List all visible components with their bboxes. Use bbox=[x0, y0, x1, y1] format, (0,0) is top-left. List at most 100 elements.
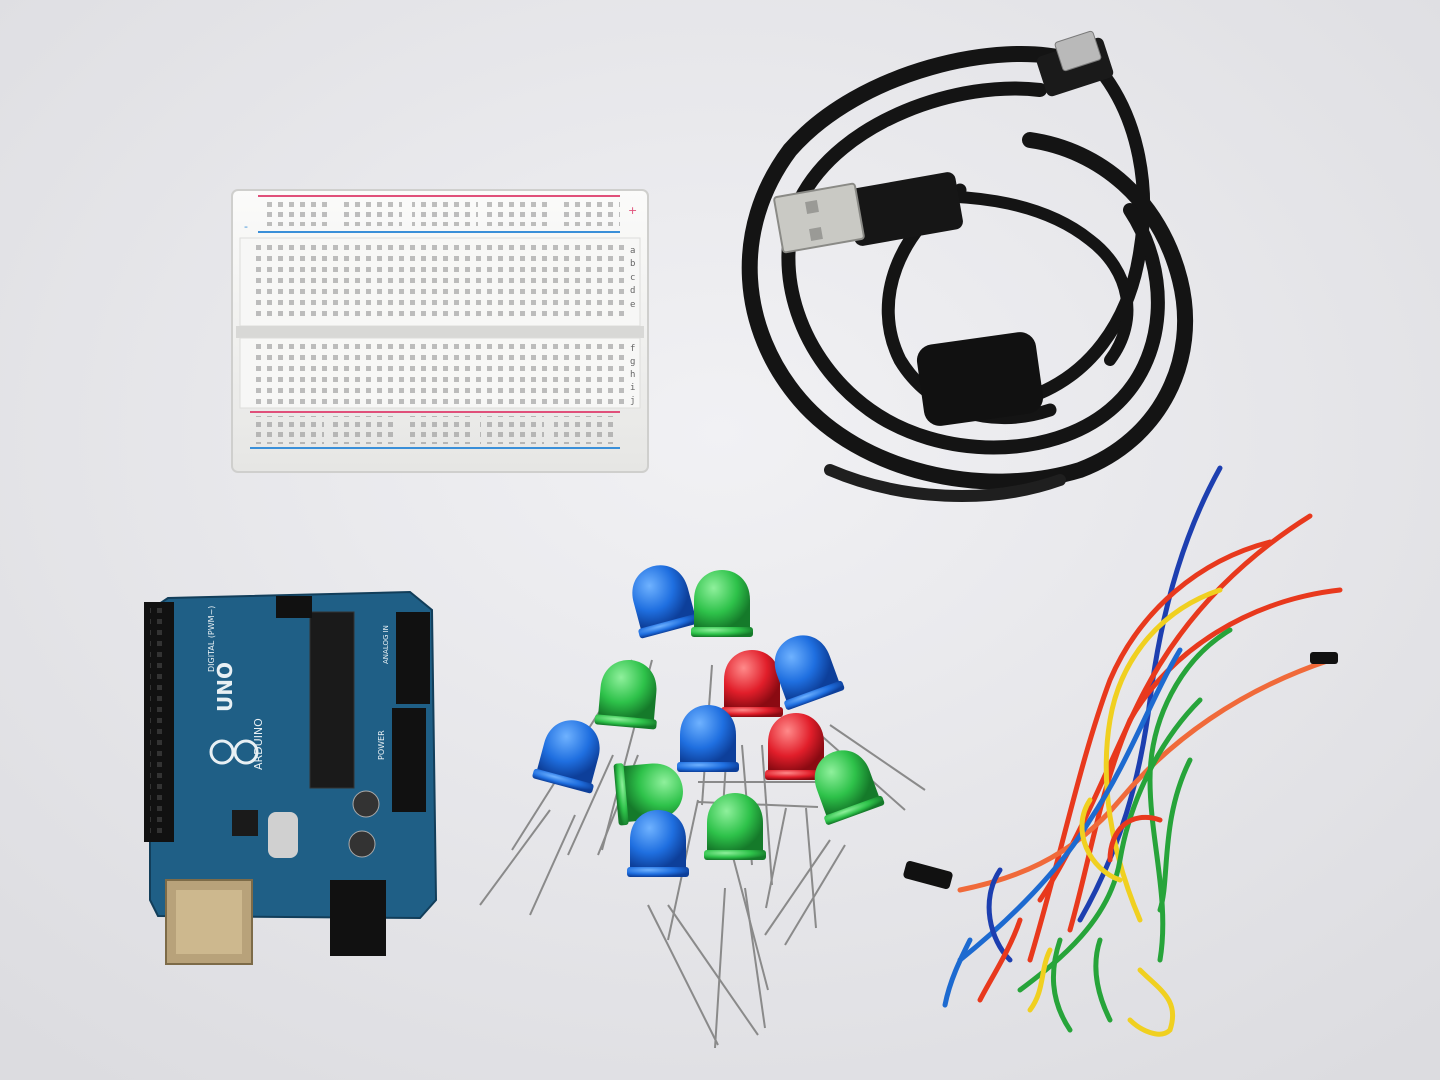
led-leg bbox=[829, 724, 926, 791]
row-letter: a bbox=[630, 246, 635, 256]
led-leg bbox=[714, 887, 726, 1049]
ferrite-bead bbox=[916, 332, 1044, 426]
cable-strand bbox=[1013, 63, 1151, 407]
jumper-pin-housing bbox=[1310, 652, 1338, 664]
jumper-pin-housing bbox=[903, 860, 953, 890]
breadboard: + - a b c d e f g h i j bbox=[231, 189, 649, 473]
blue-wire bbox=[957, 647, 1183, 963]
analog-header bbox=[392, 708, 426, 812]
jumper-wires bbox=[942, 465, 1343, 1037]
cable-loop-inner bbox=[781, 81, 1165, 455]
usb-b-connector bbox=[1036, 30, 1114, 97]
led-rim bbox=[765, 770, 827, 780]
row-letter: c bbox=[630, 273, 635, 283]
rail-holes bbox=[480, 416, 544, 444]
dc-power-jack bbox=[330, 880, 386, 956]
digital-header-pins bbox=[150, 608, 168, 836]
led-body bbox=[721, 650, 783, 717]
arduino-logo bbox=[209, 739, 259, 765]
led-rim bbox=[824, 795, 885, 825]
capacitor bbox=[348, 830, 376, 858]
analog-label: ANALOG IN bbox=[382, 625, 390, 664]
capacitor bbox=[352, 790, 380, 818]
led-red bbox=[765, 713, 827, 929]
led-body bbox=[814, 750, 885, 825]
orange-wire bbox=[957, 657, 1333, 893]
led-green bbox=[704, 793, 766, 1049]
usb-chip bbox=[232, 810, 258, 836]
led-dome bbox=[724, 650, 780, 710]
led-leg bbox=[567, 754, 614, 856]
usb-a-housing bbox=[847, 172, 963, 246]
led-rim bbox=[721, 707, 783, 717]
logo-loop-right bbox=[233, 739, 259, 765]
upper-row-letters: a b c d e bbox=[630, 246, 635, 310]
green-wire bbox=[1093, 937, 1113, 1023]
rail-holes bbox=[558, 200, 620, 226]
breadboard-bottom-rail bbox=[250, 411, 620, 449]
led-green bbox=[613, 763, 838, 826]
green-wire bbox=[1157, 757, 1193, 913]
row-letter: h bbox=[630, 370, 635, 380]
led-rim bbox=[638, 613, 700, 639]
usb-a-connector bbox=[773, 172, 963, 254]
yellow-wire bbox=[1027, 947, 1053, 1013]
green-wire bbox=[1017, 697, 1203, 993]
led-rim bbox=[613, 763, 629, 826]
breadboard-center-channel bbox=[236, 326, 644, 338]
blue-wire bbox=[942, 937, 973, 1008]
rail-minus-label: - bbox=[244, 220, 248, 233]
row-letter: b bbox=[630, 259, 635, 269]
row-letter: f bbox=[630, 344, 635, 354]
rail-holes bbox=[486, 200, 548, 226]
rail-holes bbox=[254, 416, 324, 444]
led-green bbox=[764, 750, 885, 946]
led-dome bbox=[814, 750, 880, 819]
digital-label: DIGITAL (PWM~) bbox=[207, 606, 216, 672]
led-body bbox=[765, 713, 827, 780]
led-rim bbox=[627, 867, 689, 877]
led-body bbox=[677, 705, 739, 772]
yellow-wire bbox=[1079, 797, 1123, 883]
led-dome bbox=[707, 793, 763, 853]
row-letter: i bbox=[630, 383, 635, 393]
led-leg bbox=[647, 904, 719, 1046]
led-dome bbox=[680, 705, 736, 765]
led-dome bbox=[630, 810, 686, 870]
led-dome bbox=[694, 570, 750, 630]
led-rim bbox=[532, 768, 594, 794]
led-body bbox=[594, 660, 657, 730]
led-body bbox=[774, 635, 845, 710]
led-blue bbox=[774, 635, 926, 811]
atmega-chip bbox=[309, 611, 355, 789]
logo-loop-left bbox=[209, 739, 235, 765]
led-leg bbox=[764, 839, 831, 936]
red-wire bbox=[1107, 814, 1163, 863]
cable-strand bbox=[824, 464, 1066, 503]
led-body bbox=[532, 720, 600, 794]
led-dome bbox=[597, 660, 657, 723]
row-letter: j bbox=[630, 396, 635, 406]
led-rim bbox=[677, 762, 739, 772]
led-rim bbox=[594, 714, 657, 730]
led-leg bbox=[479, 809, 551, 906]
led-blue bbox=[627, 810, 759, 1046]
led-dome bbox=[774, 635, 840, 704]
led-body bbox=[627, 810, 689, 877]
crystal-oscillator bbox=[268, 812, 298, 858]
led-leg bbox=[744, 887, 766, 1029]
led-body bbox=[704, 793, 766, 860]
usb-a-plug bbox=[773, 182, 865, 254]
led-dome bbox=[632, 565, 696, 632]
upper-strip-holes bbox=[250, 242, 626, 320]
rail-holes bbox=[554, 416, 616, 444]
arduino-uno-board: UNO ARDUINO DIGITAL (PWM~) POWER ANALOG … bbox=[144, 590, 438, 965]
led-leg bbox=[765, 807, 787, 909]
led-blue bbox=[479, 720, 600, 916]
usb-b-plug bbox=[1054, 30, 1102, 72]
led-body bbox=[613, 763, 683, 826]
red-wire bbox=[977, 917, 1023, 1003]
led-dome bbox=[536, 720, 600, 787]
board-brand-label: ARDUINO bbox=[252, 718, 265, 770]
